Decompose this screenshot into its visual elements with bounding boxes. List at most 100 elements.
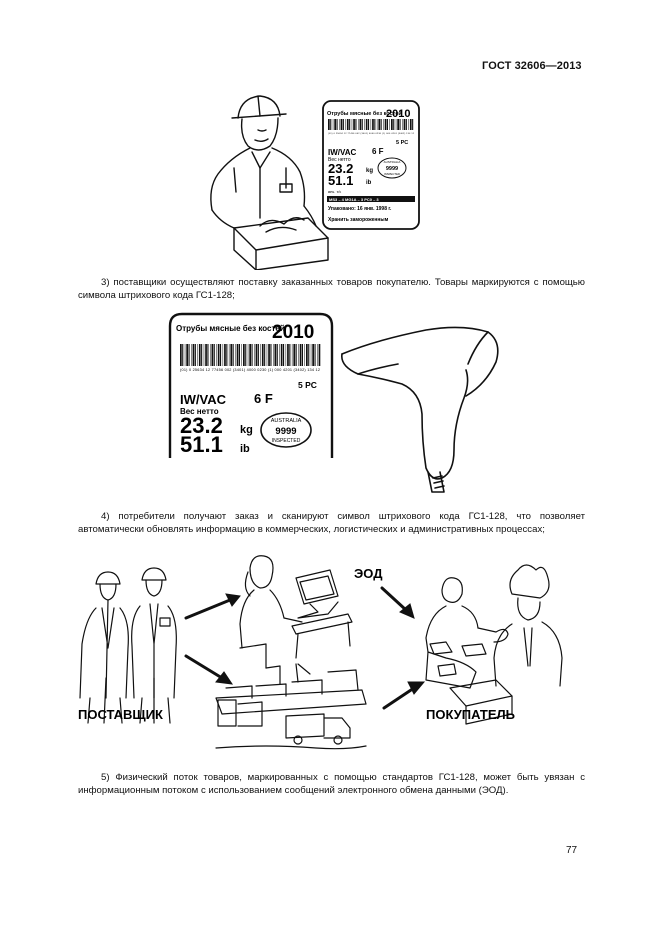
document-standard-number: ГОСТ 32606—2013 (482, 60, 582, 72)
suppliers-illustration (79, 567, 177, 724)
barcode-bar (291, 344, 293, 366)
page-number: 77 (566, 845, 578, 856)
barcode-bar (314, 344, 316, 366)
barcode-bar (211, 344, 214, 366)
barcode-bar (402, 119, 403, 130)
barcode-bar (365, 119, 368, 130)
large-label-grade: 6 F (254, 391, 273, 406)
barcode-bar (298, 344, 299, 366)
barcode-bar (299, 344, 302, 366)
barcode-bar (241, 344, 242, 366)
barcode-bar (198, 344, 201, 366)
small-label-storage: Хранить замороженным (328, 217, 389, 223)
paragraph-3: 3) поставщики осуществляют поставку зака… (78, 276, 585, 302)
barcode-bar (270, 344, 272, 366)
supplier-label: ПОСТАВЩИК (78, 707, 163, 722)
barcode-bar (289, 344, 291, 366)
small-label-kg-value: 23.2 (328, 161, 353, 176)
small-label-pack: IW/VAC (328, 148, 357, 157)
barcode-bar (370, 119, 372, 130)
barcode-bar (403, 119, 406, 130)
barcode-bar (306, 344, 308, 366)
barcode-bar (346, 119, 349, 130)
barcode-bar (359, 119, 362, 130)
small-label-pieces: 5 PC (396, 140, 408, 146)
barcode-bar (268, 344, 270, 366)
large-label-kg-value: 23.2 (180, 413, 223, 438)
barcode-bar (353, 119, 355, 130)
barcode-bar (345, 119, 346, 130)
small-inspection-stamp (377, 157, 407, 179)
barcode-bar (238, 344, 240, 366)
barcode-bar (180, 344, 182, 366)
barcode-bar (358, 119, 359, 130)
small-stamp-country: AUSTRALIA (384, 160, 401, 164)
barcode-bar (276, 344, 278, 366)
buyer-label: ПОКУПАТЕЛЬ (426, 707, 515, 722)
large-label-lb-value: 51.1 (180, 432, 223, 457)
barcode-bar (287, 344, 289, 366)
large-stamp-country: AUSTRALIA (271, 418, 302, 424)
barcode-bar (254, 344, 255, 366)
barcode-bar (409, 119, 412, 130)
barcode-bar (330, 119, 332, 130)
product-label-small: Отрубы мясные без костей 2010 (01) 0 256… (322, 100, 420, 230)
supplier-worker-figure (210, 95, 329, 270)
barcode-bar (332, 119, 334, 130)
office-worker-illustration (239, 555, 353, 669)
barcode-bar (318, 344, 321, 366)
large-label-kg-unit: kg (240, 424, 253, 436)
barcode-bar (342, 119, 344, 130)
small-label-weight-caption: Вес нетто (328, 157, 351, 163)
barcode-bar (257, 344, 259, 366)
barcode-bar (264, 344, 266, 366)
barcode-bar (304, 344, 305, 366)
barcode-bar (235, 344, 236, 366)
barcode-bar (376, 119, 378, 130)
large-stamp-inspected: INSPECTED (272, 438, 301, 444)
barcode-bar (245, 344, 247, 366)
barcode-bar (226, 344, 228, 366)
paragraph-5-text: 5) Физический поток товаров, маркированн… (78, 772, 585, 796)
barcode-bar (285, 344, 287, 366)
barcode-bar (383, 119, 384, 130)
barcode-bar (188, 344, 190, 366)
barcode-bar (384, 119, 387, 130)
small-label-black-band (327, 196, 415, 202)
barcode-bar (232, 344, 234, 366)
barcode-bar (301, 344, 303, 366)
logistics-ship-truck-illustration (215, 663, 367, 750)
arrow-supplier-to-office (184, 598, 232, 620)
barcode-bar (191, 344, 192, 366)
barcode-bar (194, 344, 196, 366)
large-label-barcode-digits: (01) 0 25634 12 77456 002 (3401) 4000 02… (180, 368, 320, 372)
barcode-bar (349, 119, 351, 130)
paragraph-4: 4) потребители получают заказ и сканирую… (78, 510, 585, 536)
large-label-weight-caption: Вес нетто (180, 407, 219, 416)
barcode-bar (340, 119, 343, 130)
small-label-kg-unit: kg (366, 168, 373, 174)
barcode-bar (192, 344, 195, 366)
barcode-bar (261, 344, 264, 366)
barcode-bar (336, 119, 338, 130)
barcode-bar (247, 344, 249, 366)
barcode-bar (380, 119, 382, 130)
barcode-bar (228, 344, 230, 366)
arrow-edi-to-buyer (380, 586, 408, 612)
small-label-handwritten: ʀᴇɢ. ʏ/ʟ (328, 189, 342, 194)
barcode-bar (372, 119, 374, 130)
barcode-bar (186, 344, 188, 366)
small-label-lb-unit: ib (366, 180, 372, 186)
small-label-grade: 6 F (372, 147, 384, 156)
barcode-bar (328, 119, 330, 130)
large-stamp-number: 9999 (275, 426, 296, 437)
small-barcode (328, 119, 414, 130)
barcode-scanner-icon (341, 326, 499, 493)
barcode-bar (207, 344, 209, 366)
paragraph-4-text: 4) потребители получают заказ и сканирую… (78, 511, 585, 535)
small-label-product: Отрубы мясные без костей (327, 110, 402, 117)
barcode-bar (216, 344, 217, 366)
barcode-bar (397, 119, 399, 130)
supply-chain-flow-diagram: ЭОД ПОСТАВЩИК ПОКУПАТЕЛЬ (78, 555, 563, 750)
barcode-bar (255, 344, 258, 366)
